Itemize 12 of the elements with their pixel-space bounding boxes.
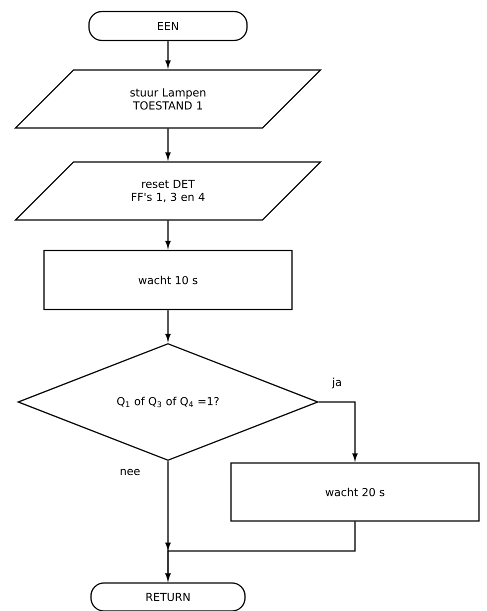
edge-label: ja bbox=[331, 376, 343, 390]
process-box: wacht 10 s bbox=[43, 250, 293, 310]
arrow bbox=[165, 522, 356, 580]
arrow bbox=[165, 128, 171, 160]
edge-label: nee bbox=[118, 468, 142, 476]
arrow bbox=[165, 41, 171, 68]
terminal-box: RETURN bbox=[90, 582, 246, 611]
arrow bbox=[165, 310, 171, 340]
arrow bbox=[318, 401, 358, 460]
arrow bbox=[165, 220, 171, 248]
process-box: wacht 20 s bbox=[230, 462, 480, 522]
terminal-box: EEN bbox=[88, 10, 248, 42]
